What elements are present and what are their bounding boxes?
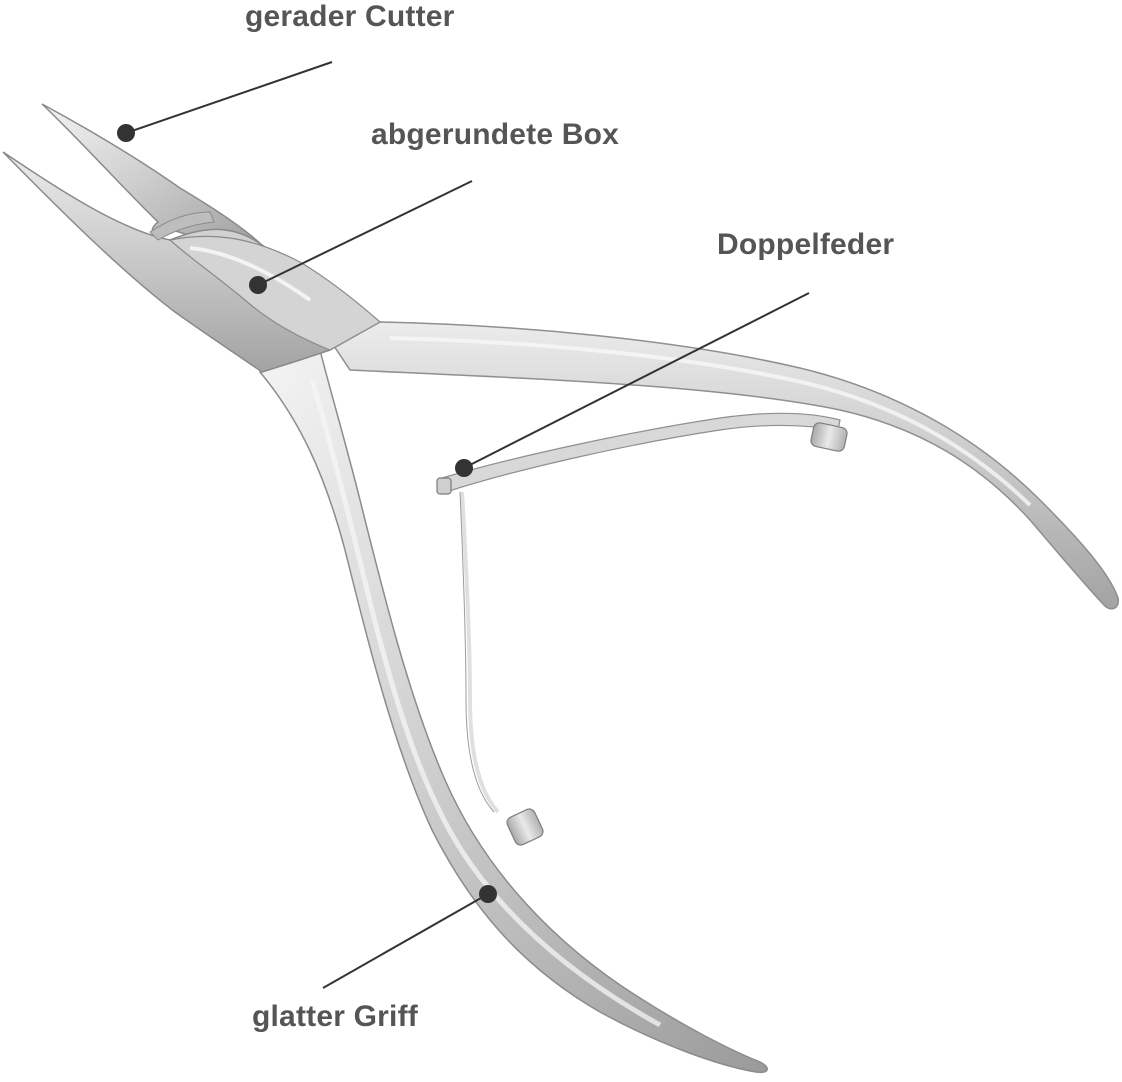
spring-wire-edge [459,491,495,813]
spring-upper-leaf [441,412,841,493]
box-joint [168,235,382,351]
label-doppelfeder: Doppelfeder [717,228,895,261]
box-highlight [189,246,312,302]
upper-handle [328,321,1120,610]
spring-wire [460,491,500,814]
marker-dot-grip [479,885,497,903]
spring-rivet-upper [810,422,848,452]
upper-handle-highlight [389,336,1032,507]
label-gerader-cutter: gerader Cutter [245,0,455,33]
jaw-gap [149,211,215,241]
marker-dot-spring [455,459,473,477]
leader-line-box [257,180,473,286]
marker-dot-cutter [117,124,135,142]
lower-handle [258,349,768,1074]
spring-rivet-lower [506,808,544,846]
label-glatter-griff: glatter Griff [252,1000,418,1033]
marker-dot-box [249,276,267,294]
lower-handle-highlight [309,379,662,1028]
leader-line-spring [463,292,810,469]
label-abgerundete-box: abgerundete Box [371,118,620,151]
leader-line-cutter [125,61,333,134]
leader-line-grip [322,893,489,989]
spring-tip [436,477,452,495]
